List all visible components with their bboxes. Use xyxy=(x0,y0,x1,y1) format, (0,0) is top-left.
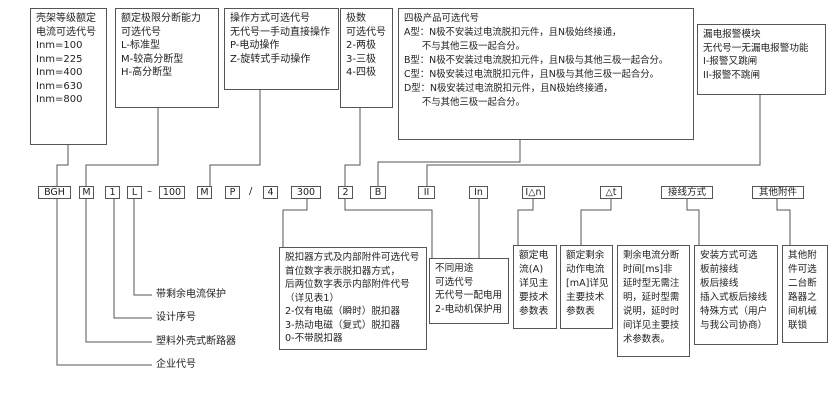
code-rated-current: In xyxy=(469,186,488,199)
usage-box: 不同用途 可选代号 无代号一配电用 2-电动机保护用 xyxy=(429,258,509,324)
code-delay: △t xyxy=(600,186,622,199)
frame-rating-box: 壳架等级额定 电流可选代号 Inm=100 Inm=225 Inm=400 In… xyxy=(30,8,107,145)
code-poles: 4 xyxy=(263,186,278,199)
code-frame: 100 xyxy=(159,186,185,199)
delay-box: 剩余电流分断 时间[ms]非 延时型无需注 明，延时型需 说明，延时时 间详见主… xyxy=(617,245,690,357)
label-mccb: 塑料外壳式断路器 xyxy=(156,336,236,347)
install-box: 安装方式可选 板前接线 板后接线 插入式板后接线 特殊方式（用户 与我公司协商） xyxy=(694,245,778,345)
code-slash: / xyxy=(249,186,253,197)
code-wiring: 接线方式 xyxy=(661,186,713,199)
code-operation: P xyxy=(225,186,240,199)
four-pole-box: 四极产品可选代号 A型：N极不安装过电流脱扣元件，且N极始终接通， 不与其他三极… xyxy=(398,8,694,140)
label-residual: 带剩余电流保护 xyxy=(156,289,226,300)
label-company: 企业代号 xyxy=(156,359,196,370)
code-leakage: II xyxy=(418,186,435,199)
code-usage: 2 xyxy=(338,186,353,199)
release-box: 脱扣器方式及内部附件可选代号 首位数字表示脱扣器方式， 后两位数字表示内部附件代… xyxy=(279,247,427,350)
code-breaking: L xyxy=(127,186,142,199)
code-release: 300 xyxy=(291,186,321,199)
other-accessory-box: 其他附 件可选 二台断 路器之 间机械 联锁 xyxy=(782,245,828,343)
code-four-pole: B xyxy=(370,186,386,199)
operation-mode-box: 操作方式可选代号 无代号一手动直接操作 P-电动操作 Z-旋转式手动操作 xyxy=(224,8,339,90)
code-rated-residual: I△n xyxy=(522,186,545,199)
code-m: M xyxy=(197,186,212,199)
code-accessory: 其他附件 xyxy=(752,186,804,199)
breaking-capacity-box: 额定极限分断能力 可选代号 L-标准型 M-较高分断型 H-高分断型 xyxy=(115,8,219,108)
code-company: BGH xyxy=(38,186,71,199)
poles-box: 极数 可选代号 2-两极 3-三极 4-四极 xyxy=(340,8,393,108)
rated-current-box: 额定电 流(A) 详见主 要技术 参数表 xyxy=(513,245,557,329)
label-design-no: 设计序号 xyxy=(156,312,196,323)
leakage-module-box: 漏电报警模块 无代号一无漏电报警功能 I-报警又跳闸 II-报警不跳闸 xyxy=(697,24,826,95)
code-design-no: 1 xyxy=(105,186,120,199)
rated-residual-box: 额定剩余 动作电流 [mA]详见 主要技术 参数表 xyxy=(560,245,613,329)
code-mccb: M xyxy=(79,186,94,199)
code-dash: – xyxy=(147,186,152,197)
